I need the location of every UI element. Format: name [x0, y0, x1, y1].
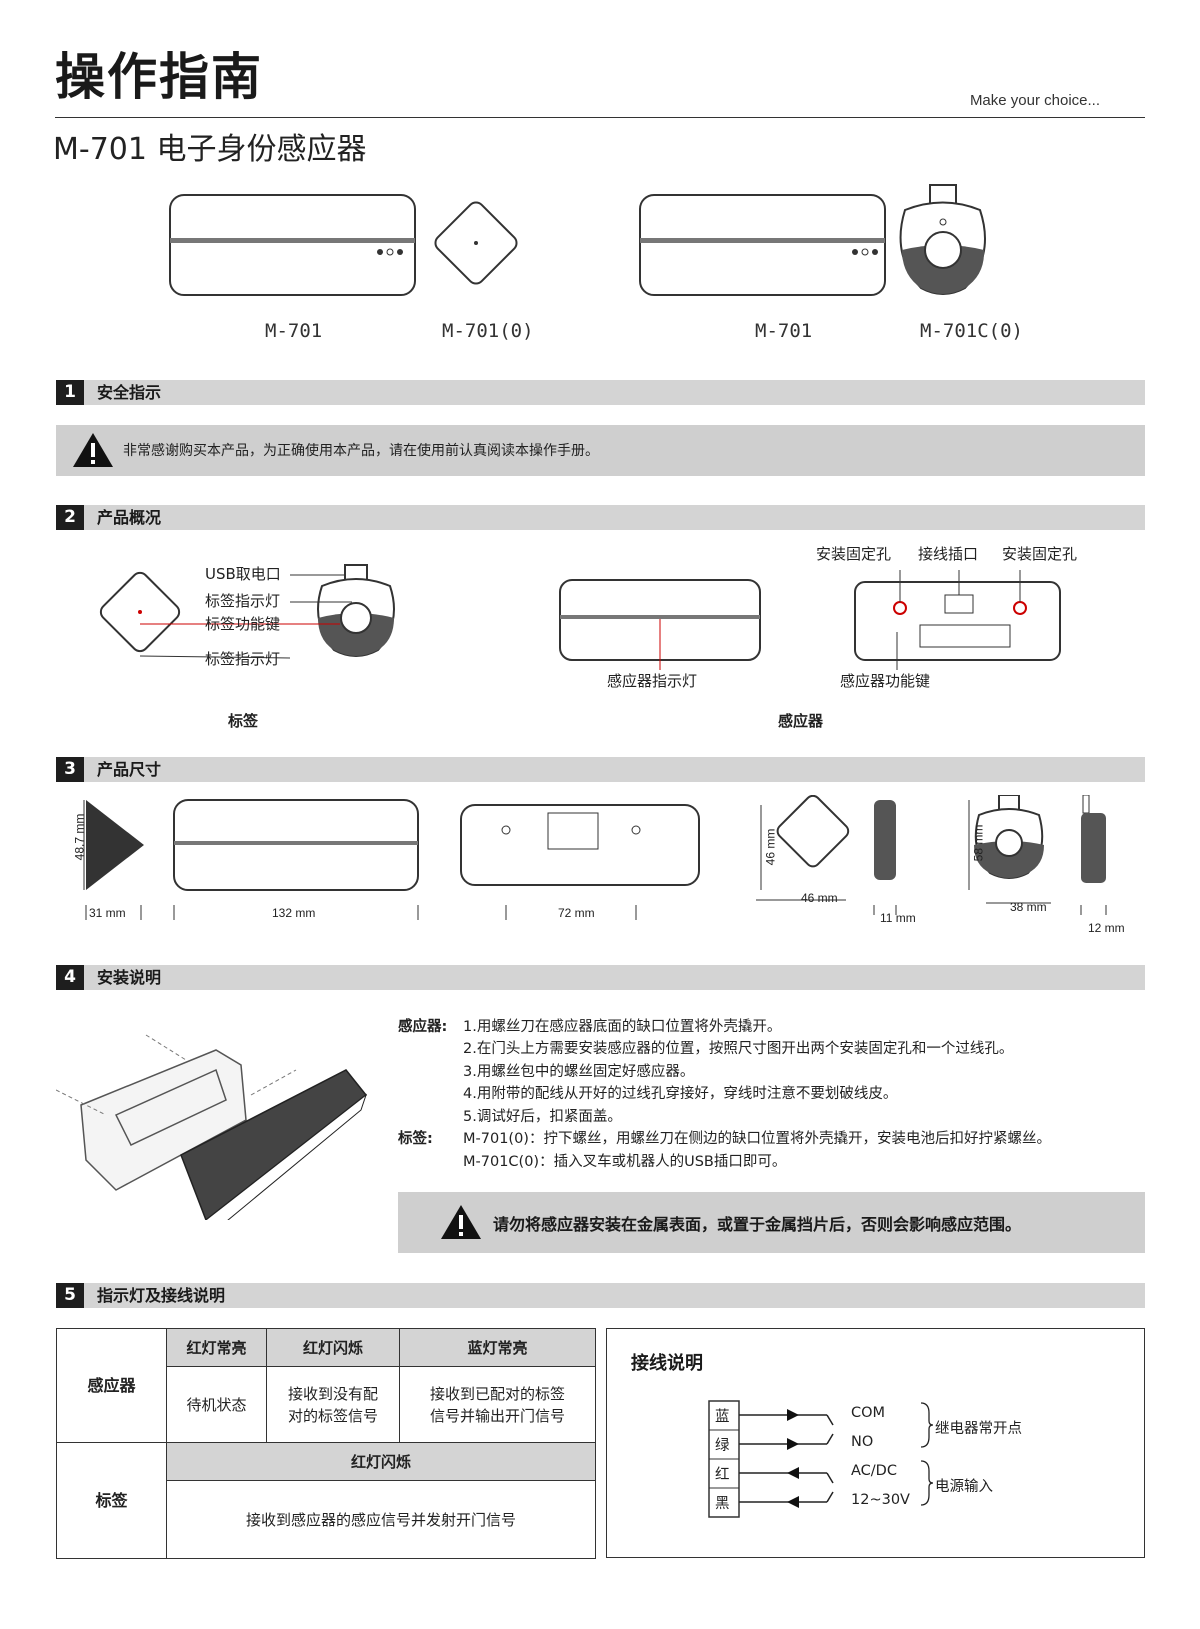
section-5-header: 5 指示灯及接线说明: [56, 1283, 1145, 1308]
tag-label-key: 标签功能键: [205, 615, 281, 633]
section-title: 指示灯及接线说明: [97, 1286, 226, 1305]
install-tag-step-1: M-701(0)：拧下螺丝，用螺丝刀在侧边的缺口位置将外壳撬开，安装电池后扣好拧…: [463, 1131, 1051, 1147]
install-sensor-step-1: 1.用螺丝刀在感应器底面的缺口位置将外壳撬开。: [463, 1019, 782, 1035]
notice-text: 非常感谢购买本产品，为正确使用本产品，请在使用前认真阅读本操作手册。: [123, 443, 599, 459]
dim-usb-height: 58 mm: [971, 824, 986, 862]
product-illustrations: [169, 184, 986, 296]
section-number: 4: [56, 965, 84, 990]
warning-icon: [441, 1205, 481, 1239]
terminal-com: COM: [851, 1405, 886, 1421]
model-label-1: M-701: [265, 320, 323, 342]
slogan: Make your choice...: [969, 92, 1100, 109]
cell-paired: 接收到已配对的标签信号并输出开门信号: [399, 1366, 596, 1443]
usb-tag-illustration: [899, 184, 986, 295]
wiring-panel: 接线说明 蓝 绿 红 黑 COM NO AC/DC 12~30V 继电器常开点 …: [606, 1328, 1145, 1558]
tag-illustration-1: [434, 201, 518, 285]
tag-label-led-2: 标签指示灯: [205, 650, 281, 668]
install-sensor-step-5: 5.调试好后，扣紧面盖。: [463, 1109, 622, 1125]
installation-illustration: [56, 1034, 368, 1220]
cell-standby: 待机状态: [166, 1366, 267, 1443]
dim-tag-thickness: 11 mm: [880, 911, 916, 925]
model-label-3: M-701: [755, 320, 813, 342]
sensor-label-hole-2: 安装固定孔: [1002, 545, 1078, 563]
row-header-sensor: 感应器: [56, 1328, 167, 1443]
wire-green: 绿: [715, 1438, 730, 1454]
cell-unpaired: 接收到没有配对的标签信号: [266, 1366, 400, 1443]
wire-blue: 蓝: [715, 1409, 730, 1425]
install-tag-label: 标签:: [398, 1131, 433, 1147]
sensor-caption: 感应器: [778, 712, 824, 730]
install-sensor-step-4: 4.用附带的配线从开好的过线孔穿接好，穿线时注意不要划破线皮。: [463, 1086, 898, 1102]
section-number: 1: [56, 380, 84, 405]
sensor-illustration-1: [169, 194, 416, 296]
dim-usb-width: 38 mm: [1010, 900, 1047, 914]
brace-icons: [920, 1402, 934, 1506]
terminal-voltage: 12~30V: [851, 1492, 910, 1508]
section-number: 2: [56, 505, 84, 530]
section-title: 产品概况: [97, 508, 162, 527]
safety-notice: 非常感谢购买本产品，为正确使用本产品，请在使用前认真阅读本操作手册。: [56, 425, 1145, 476]
wire-black: 黑: [715, 1496, 730, 1512]
sensor-illustration-2: [639, 194, 886, 296]
section-4-header: 4 安装说明: [56, 965, 1145, 990]
col-head-red-steady: 红灯常亮: [166, 1328, 267, 1367]
section-3-header: 3 产品尺寸: [56, 757, 1145, 782]
warning-text: 请勿将感应器安装在金属表面，或置于金属挡片后，否则会影响感应范围。: [493, 1215, 1022, 1234]
sensor-key-label: 感应器功能键: [840, 672, 931, 690]
dim-depth: 31 mm: [89, 906, 126, 920]
sensor-label-port: 接线插口: [918, 545, 979, 563]
metal-warning: 请勿将感应器安装在金属表面，或置于金属挡片后，否则会影响感应范围。: [398, 1192, 1145, 1253]
section-2-header: 2 产品概况: [56, 505, 1145, 530]
indicator-table: 感应器 红灯常亮 红灯闪烁 蓝灯常亮 待机状态 接收到没有配对的标签信号 接收到…: [56, 1328, 596, 1559]
section-number: 3: [56, 757, 84, 782]
col-head-red-flash: 红灯闪烁: [266, 1328, 400, 1367]
install-sensor-step-2: 2.在门头上方需要安装感应器的位置，按照尺寸图开出两个安装固定孔和一个过线孔。: [463, 1041, 1014, 1057]
cell-tag-signal: 接收到感应器的感应信号并发射开门信号: [166, 1480, 596, 1559]
dim-tag-width: 46 mm: [801, 891, 838, 905]
dim-hole-spacing: 72 mm: [558, 906, 595, 920]
section-title: 产品尺寸: [97, 760, 162, 779]
warning-icon: [73, 433, 113, 467]
header-rule: [55, 117, 1145, 118]
section-number: 5: [56, 1283, 84, 1308]
wiring-title: 接线说明: [631, 1353, 703, 1374]
tag-label-usb: USB取电口: [205, 565, 281, 583]
section-title: 安装说明: [97, 968, 162, 987]
sensor-label-hole-1: 安装固定孔: [816, 545, 892, 563]
col-head-blue-steady: 蓝灯常亮: [399, 1328, 596, 1367]
terminal-acdc: AC/DC: [851, 1463, 897, 1479]
section-title: 安全指示: [97, 383, 162, 402]
wiring-diagram: [708, 1400, 834, 1518]
dim-height: 48.7 mm: [72, 813, 87, 861]
terminal-no: NO: [851, 1434, 874, 1450]
dim-usb-thickness: 12 mm: [1088, 921, 1125, 935]
group-power: 电源输入: [935, 1479, 993, 1495]
tag-caption: 标签: [228, 712, 259, 730]
model-label-2: M-701(0): [442, 320, 534, 342]
dim-tag-height: 46 mm: [763, 828, 778, 866]
wire-red: 红: [715, 1467, 730, 1483]
col-head-tag-red-flash: 红灯闪烁: [166, 1442, 596, 1481]
install-sensor-label: 感应器:: [398, 1019, 448, 1035]
tag-overview-diagram: [99, 564, 395, 659]
install-tag-step-2: M-701C(0)：插入叉车或机器人的USB插口即可。: [463, 1154, 787, 1170]
tag-label-led-1: 标签指示灯: [205, 592, 281, 610]
dimension-drawings: [83, 795, 1107, 920]
page-title: 操作指南: [55, 48, 263, 106]
model-label-4: M-701C(0): [920, 320, 1023, 342]
row-header-tag: 标签: [56, 1442, 167, 1559]
install-sensor-step-3: 3.用螺丝包中的螺丝固定好感应器。: [463, 1064, 695, 1080]
sensor-overview-diagram: [559, 570, 1061, 670]
dim-length: 132 mm: [272, 906, 316, 920]
group-relay: 继电器常开点: [935, 1421, 1022, 1437]
sensor-led-label: 感应器指示灯: [607, 672, 698, 690]
section-1-header: 1 安全指示: [56, 380, 1145, 405]
page-subtitle: M-701 电子身份感应器: [53, 132, 367, 167]
